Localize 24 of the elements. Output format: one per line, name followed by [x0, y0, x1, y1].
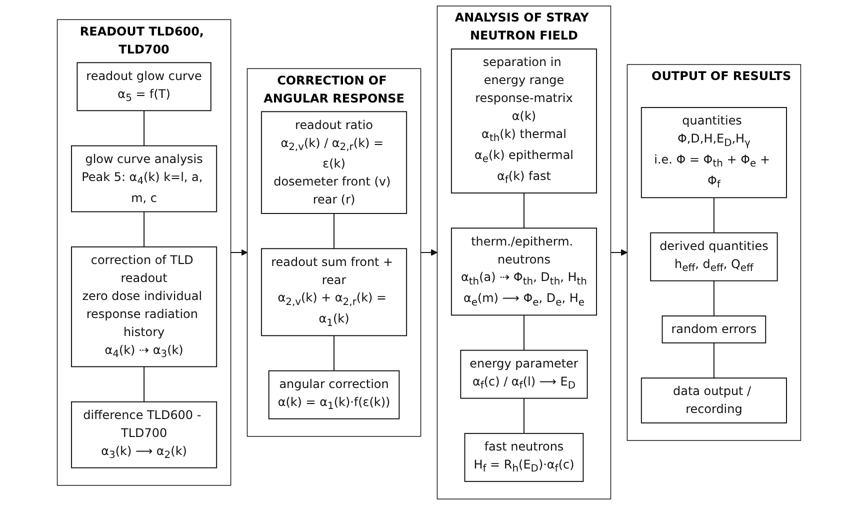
- node-box: data output / recording: [640, 378, 787, 424]
- node-box: separation in energy range response-matrix α(k) α$_{th}$(k) thermal α$_{e}$(k) epithermal α$_{f}$(k) fast: [450, 48, 598, 194]
- connector: [144, 110, 145, 146]
- connector: [144, 366, 145, 402]
- node-box: energy parameter α$_{f}$(c) / α$_{f}$(l) ⟶ E$_{D}$: [460, 350, 588, 399]
- arrow: [230, 249, 248, 256]
- arrow: [610, 249, 628, 256]
- node-box: readout sum front + rear α$_{2,v}$(k) + α$_{2,r}$(k) = α$_{1}$(k): [260, 248, 408, 336]
- node-box: angular correction α(k) = α$_{1}$(k)·f(ε(k)): [268, 370, 400, 420]
- connector: [144, 211, 145, 248]
- connector: [713, 280, 714, 316]
- node-box: random errors: [662, 315, 766, 344]
- node-box: glow curve analysis Peak 5: α$_{4}$(k) k=l, a, m, c: [71, 145, 218, 212]
- arrow: [420, 249, 438, 256]
- node-box: derived quantities h$_{eff}$, d$_{eff}$, Q$_{eff}$: [650, 232, 778, 282]
- node-box: correction of TLD readout zero dose individual response radiation history α$_{4}$(k) ⇢ α$_{3}$(k): [71, 246, 218, 368]
- node-box: readout ratio α$_{2,v}$(k) / α$_{2,r}$(k) = ε(k) dosemeter front (v) rear (r): [260, 111, 408, 214]
- node-box: readout glow curve α$_{5}$ = f(T): [76, 62, 212, 112]
- node-box: therm./epitherm. neutrons α$_{th}$(a) ⇢ Φ$_{th}$, D$_{th}$, H$_{th}$ α$_{e}$(m) ⟶ Φ$_{e}$, D$_{e}$, H$_{e}$: [450, 228, 598, 316]
- node-box: quantities Φ,D,H,E$_{D}$,H$_{γ}$ i.e. Φ = Φ$_{th}$ + Φ$_{e}$ + Φ$_{f}$: [640, 107, 787, 198]
- connector: [713, 342, 714, 379]
- node-box: difference TLD600 - TLD700 α$_{3}$(k) ⟶ α$_{2}$(k): [71, 401, 218, 468]
- node-box: fast neutrons H$_{f}$ = R$_{h}$(E$_{D}$)·α$_{f}$(c): [464, 432, 584, 482]
- connector: [713, 197, 714, 234]
